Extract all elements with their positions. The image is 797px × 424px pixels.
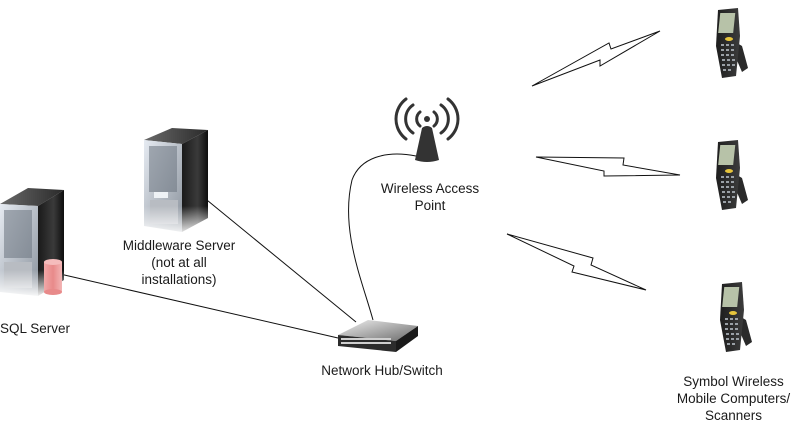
wireless-access-point-icon	[394, 97, 460, 162]
access-point-label-line-1: Wireless Access	[380, 181, 480, 196]
database-cylinder-icon	[44, 259, 62, 295]
scanners-label-line-1: Symbol Wireless	[683, 374, 784, 389]
edge-hub-to-access-point	[348, 153, 417, 321]
mobile-scanner-icon-3	[720, 282, 752, 352]
sql-server-icon	[0, 188, 64, 298]
sql-server-label: SQL Server	[0, 321, 71, 336]
edge-sql-to-hub	[59, 273, 339, 339]
middleware-server-icon	[144, 128, 210, 236]
network-hub-label: Network Hub/Switch	[321, 363, 443, 378]
scanners-label-line-3: Scanners	[704, 408, 763, 423]
wireless-access-point-label: Wireless Access Point	[368, 180, 492, 214]
middleware-server-label: Middleware Server (not at all installati…	[104, 237, 254, 288]
middleware-label-line-1: Middleware Server	[122, 238, 236, 253]
scanners-label: Symbol Wireless Mobile Computers/ Scanne…	[670, 373, 797, 424]
middleware-label-line-3: installations)	[141, 272, 217, 287]
network-hub-icon	[338, 320, 418, 352]
mobile-scanner-icon-2	[716, 140, 748, 210]
wireless-link-bolt-1	[531, 30, 661, 87]
scanners-label-line-2: Mobile Computers/	[676, 391, 791, 406]
wireless-link-bolt-3	[506, 233, 647, 291]
wireless-link-bolt-2	[535, 156, 681, 177]
mobile-scanner-icon-1	[716, 8, 748, 78]
access-point-label-line-2: Point	[414, 198, 446, 213]
edge-middleware-to-hub	[201, 195, 357, 323]
middleware-label-line-2: (not at all	[151, 255, 207, 270]
